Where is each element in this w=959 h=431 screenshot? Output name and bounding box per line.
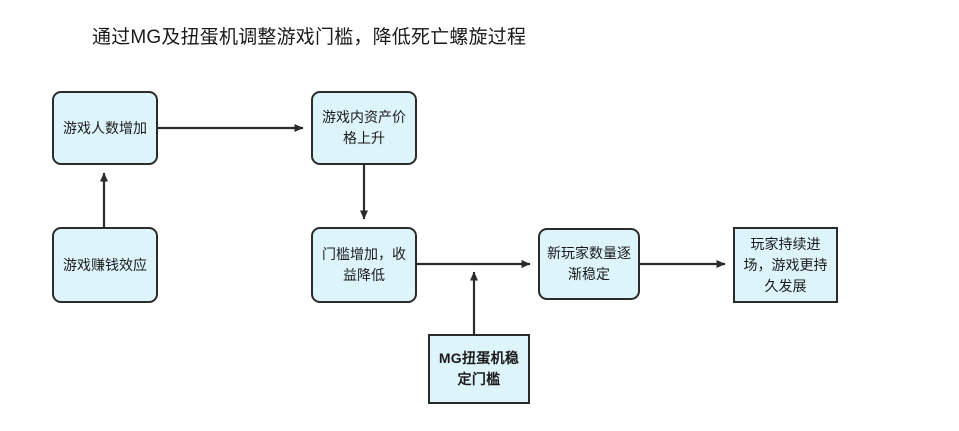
- node-threshold-up-profit-down[interactable]: 门槛增加，收益降低: [311, 227, 417, 303]
- node-label: 游戏人数增加: [63, 119, 147, 136]
- node-label: 新玩家数量逐渐稳定: [547, 245, 631, 282]
- node-label: 玩家持续进场，游戏更持久发展: [743, 235, 828, 294]
- node-game-money-making-effect[interactable]: 游戏赚钱效应: [52, 227, 158, 303]
- node-label: 游戏内资产价格上升: [322, 109, 406, 146]
- node-game-player-count-increase[interactable]: 游戏人数增加: [52, 91, 158, 165]
- node-mg-gacha-stabilizes-threshold[interactable]: MG扭蛋机稳定门槛: [428, 334, 530, 404]
- node-label: 游戏赚钱效应: [63, 256, 147, 273]
- node-label: 门槛增加，收益降低: [322, 246, 406, 283]
- node-label: MG扭蛋机稳定门槛: [438, 350, 520, 387]
- node-ingame-asset-price-rise[interactable]: 游戏内资产价格上升: [311, 91, 417, 165]
- node-players-keep-joining-longterm-growth[interactable]: 玩家持续进场，游戏更持久发展: [733, 227, 838, 303]
- diagram-title: 通过MG及扭蛋机调整游戏门槛，降低死亡螺旋过程: [92, 27, 527, 48]
- node-new-player-count-stabilizes[interactable]: 新玩家数量逐渐稳定: [538, 228, 640, 300]
